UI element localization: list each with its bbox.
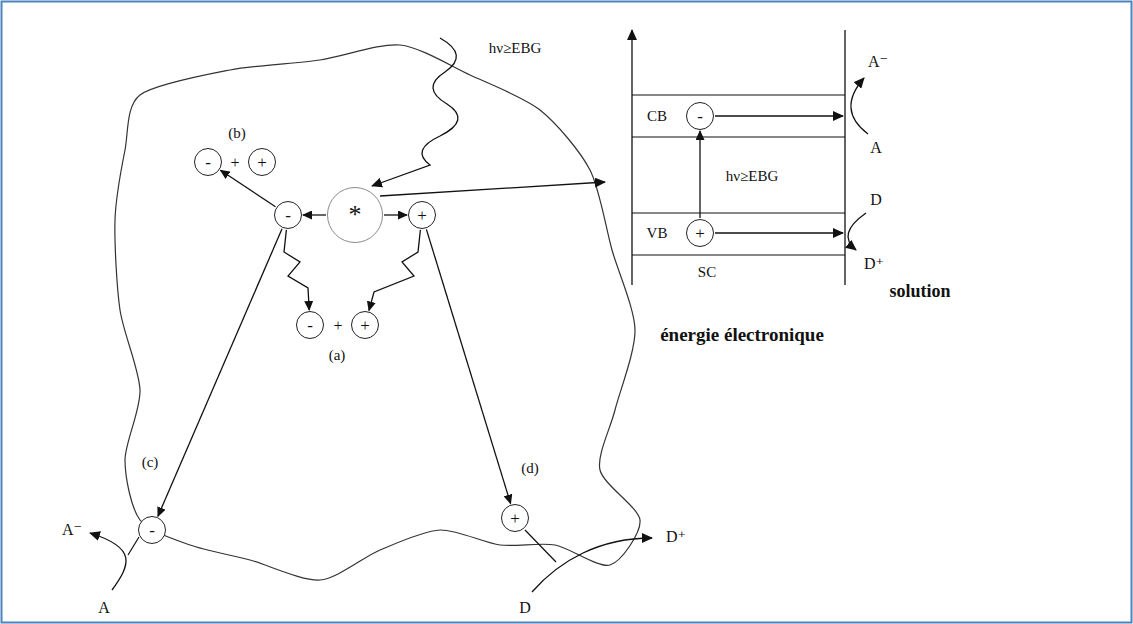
reduction-arrow	[90, 533, 126, 590]
particle-outline	[115, 45, 640, 580]
axis-label: solution	[889, 282, 950, 302]
oxidation-arrow	[532, 538, 652, 592]
charge-carrier: +	[351, 311, 379, 339]
charge-carrier: -	[296, 311, 324, 339]
transfer-arrow	[369, 230, 420, 311]
photon-wave	[372, 38, 458, 186]
charge-carrier: -	[274, 201, 302, 229]
annotation-label: VB	[647, 225, 668, 242]
band-edge	[632, 94, 845, 95]
charge-sign: -	[149, 522, 155, 539]
annotation-label: CB	[647, 108, 667, 125]
annotation-label: +	[333, 317, 342, 335]
charge-sign: -	[205, 154, 211, 171]
charge-carrier: +	[686, 219, 714, 247]
charge-sign: +	[510, 510, 520, 527]
transfer-arrow	[715, 232, 843, 233]
annotation-label: (c)	[142, 454, 159, 471]
charge-sign: +	[695, 225, 705, 242]
annotation-label: A	[98, 599, 110, 617]
transfer-arrow	[699, 131, 700, 218]
oxidation-arrow	[848, 213, 866, 250]
charge-sign: +	[360, 317, 370, 334]
band-edge	[632, 254, 845, 255]
axis-label: SC	[698, 264, 716, 281]
annotation-label: A⁻	[868, 53, 888, 71]
annotation-label: D	[519, 599, 531, 617]
charge-carrier: +	[248, 148, 276, 176]
excitation-circle: *	[327, 187, 383, 243]
annotation-label: +	[230, 154, 239, 172]
transfer-arrow	[426, 229, 510, 503]
annotation-label: hν≥EBG	[489, 40, 542, 57]
transfer-arrow	[284, 230, 309, 310]
interface-line	[844, 30, 845, 285]
annotation-label: hν≥EBG	[726, 168, 779, 185]
charge-sign: -	[697, 108, 703, 125]
transfer-arrow	[303, 214, 326, 215]
charge-sign: -	[307, 317, 313, 334]
charge-carrier: -	[686, 102, 714, 130]
annotation-label: (b)	[228, 125, 246, 142]
energy-axis	[631, 30, 632, 285]
transfer-arrow	[384, 214, 407, 215]
annotation-label: D	[870, 191, 882, 209]
band-edge	[632, 212, 845, 213]
annotation-label: A⁻	[62, 521, 82, 539]
charge-carrier: +	[501, 504, 529, 532]
charge-carrier: -	[138, 516, 166, 544]
annotation-label: D⁺	[666, 528, 686, 546]
axis-label: énergie électronique	[652, 325, 832, 346]
annotation-label: (a)	[329, 347, 346, 364]
transfer-arrow	[221, 170, 276, 206]
charge-carrier: +	[408, 201, 436, 229]
transfer-arrow	[715, 115, 843, 116]
band-edge	[632, 136, 845, 137]
reduction-arrow	[851, 78, 868, 134]
charge-sign: +	[417, 207, 427, 224]
charge-sign: *	[349, 202, 362, 228]
transfer-arrow	[158, 229, 282, 516]
transfer-line	[128, 537, 139, 555]
annotation-label: D⁺	[864, 255, 884, 273]
zoom-arrow	[380, 182, 605, 196]
charge-sign: +	[257, 154, 267, 171]
transfer-line	[525, 530, 556, 562]
annotation-label: (d)	[521, 460, 539, 477]
annotation-label: A	[870, 139, 882, 157]
charge-carrier: -	[194, 148, 222, 176]
charge-sign: -	[285, 207, 291, 224]
